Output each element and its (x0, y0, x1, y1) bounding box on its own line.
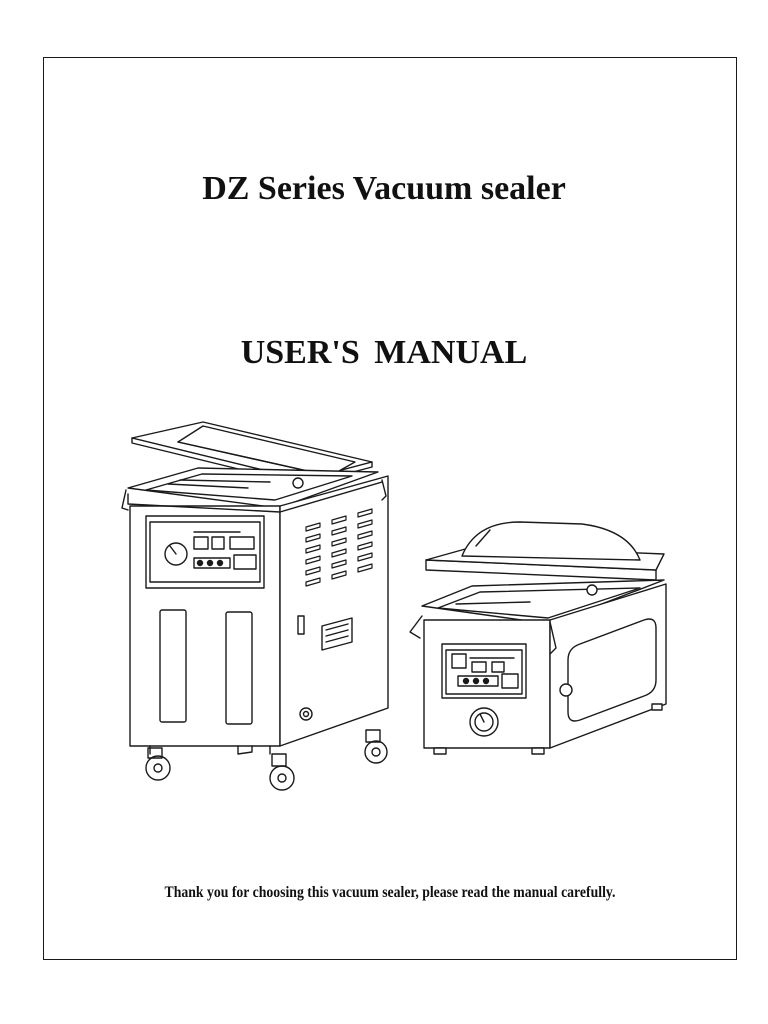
page-border (43, 57, 737, 960)
document-subtitle: USER'S MANUAL (240, 334, 528, 371)
footer-note: Thank you for choosing this vacuum seale… (164, 884, 616, 901)
floor-sealer-window-left (159, 609, 187, 723)
floor-sealer-nameplate (321, 617, 353, 651)
tabletop-sealer-gauge-icon (469, 707, 499, 737)
floor-sealer-control-panel (145, 515, 265, 589)
tabletop-sealer-side-window (567, 618, 657, 722)
tabletop-sealer-chamber (421, 579, 665, 625)
tabletop-sealer-lid (425, 521, 665, 581)
floor-sealer-chamber (127, 467, 379, 509)
floor-sealer-machine (121, 421, 389, 791)
floor-sealer-vents (305, 508, 373, 587)
floor-sealer-wheels (145, 729, 388, 791)
tabletop-sealer-machine (409, 521, 667, 755)
document-title: DZ Series Vacuum sealer (202, 170, 566, 207)
floor-sealer-side (279, 475, 389, 747)
tabletop-sealer-control-panel (441, 643, 527, 699)
vacuum-sealer-illustration (121, 421, 667, 791)
floor-sealer-window-right (225, 611, 253, 725)
